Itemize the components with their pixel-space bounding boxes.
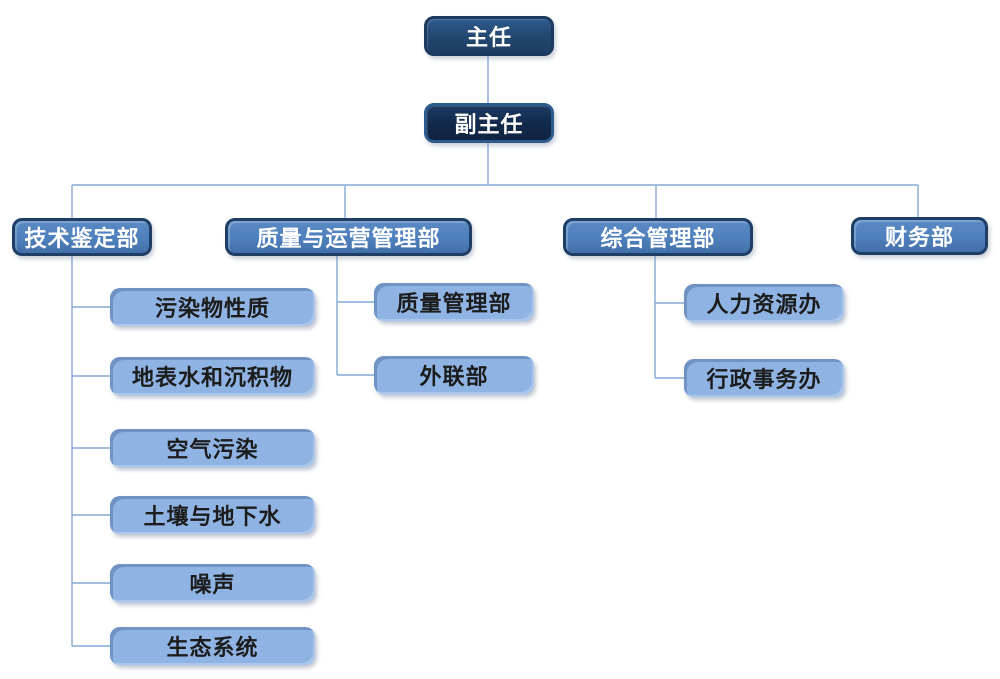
connector-general-children xyxy=(654,256,684,379)
node-deputy-director[interactable]: 副主任 xyxy=(424,103,554,143)
node-dept-general-management[interactable]: 综合管理部 xyxy=(563,218,753,256)
node-sub-air-pollution[interactable]: 空气污染 xyxy=(110,429,315,467)
node-sub-external-liaison[interactable]: 外联部 xyxy=(374,356,534,394)
node-sub-soil-groundwater[interactable]: 土壤与地下水 xyxy=(110,496,315,534)
node-sub-quality-management[interactable]: 质量管理部 xyxy=(374,283,534,321)
node-sub-human-resources[interactable]: 人力资源办 xyxy=(684,284,844,322)
node-sub-pollutant-properties[interactable]: 污染物性质 xyxy=(110,288,315,326)
node-sub-ecosystem[interactable]: 生态系统 xyxy=(110,627,315,665)
node-director[interactable]: 主任 xyxy=(424,16,554,56)
node-sub-admin-affairs[interactable]: 行政事务办 xyxy=(684,359,844,397)
connector-technical-children xyxy=(71,256,110,647)
node-dept-quality-operations[interactable]: 质量与运营管理部 xyxy=(225,218,472,256)
node-dept-technical-appraisal[interactable]: 技术鉴定部 xyxy=(12,218,152,256)
node-dept-finance[interactable]: 财务部 xyxy=(851,217,988,255)
connector-quality-children xyxy=(336,256,374,376)
connector-department-row xyxy=(71,184,919,218)
node-sub-noise[interactable]: 噪声 xyxy=(110,564,315,602)
node-sub-surface-water-sediment[interactable]: 地表水和沉积物 xyxy=(110,357,315,395)
